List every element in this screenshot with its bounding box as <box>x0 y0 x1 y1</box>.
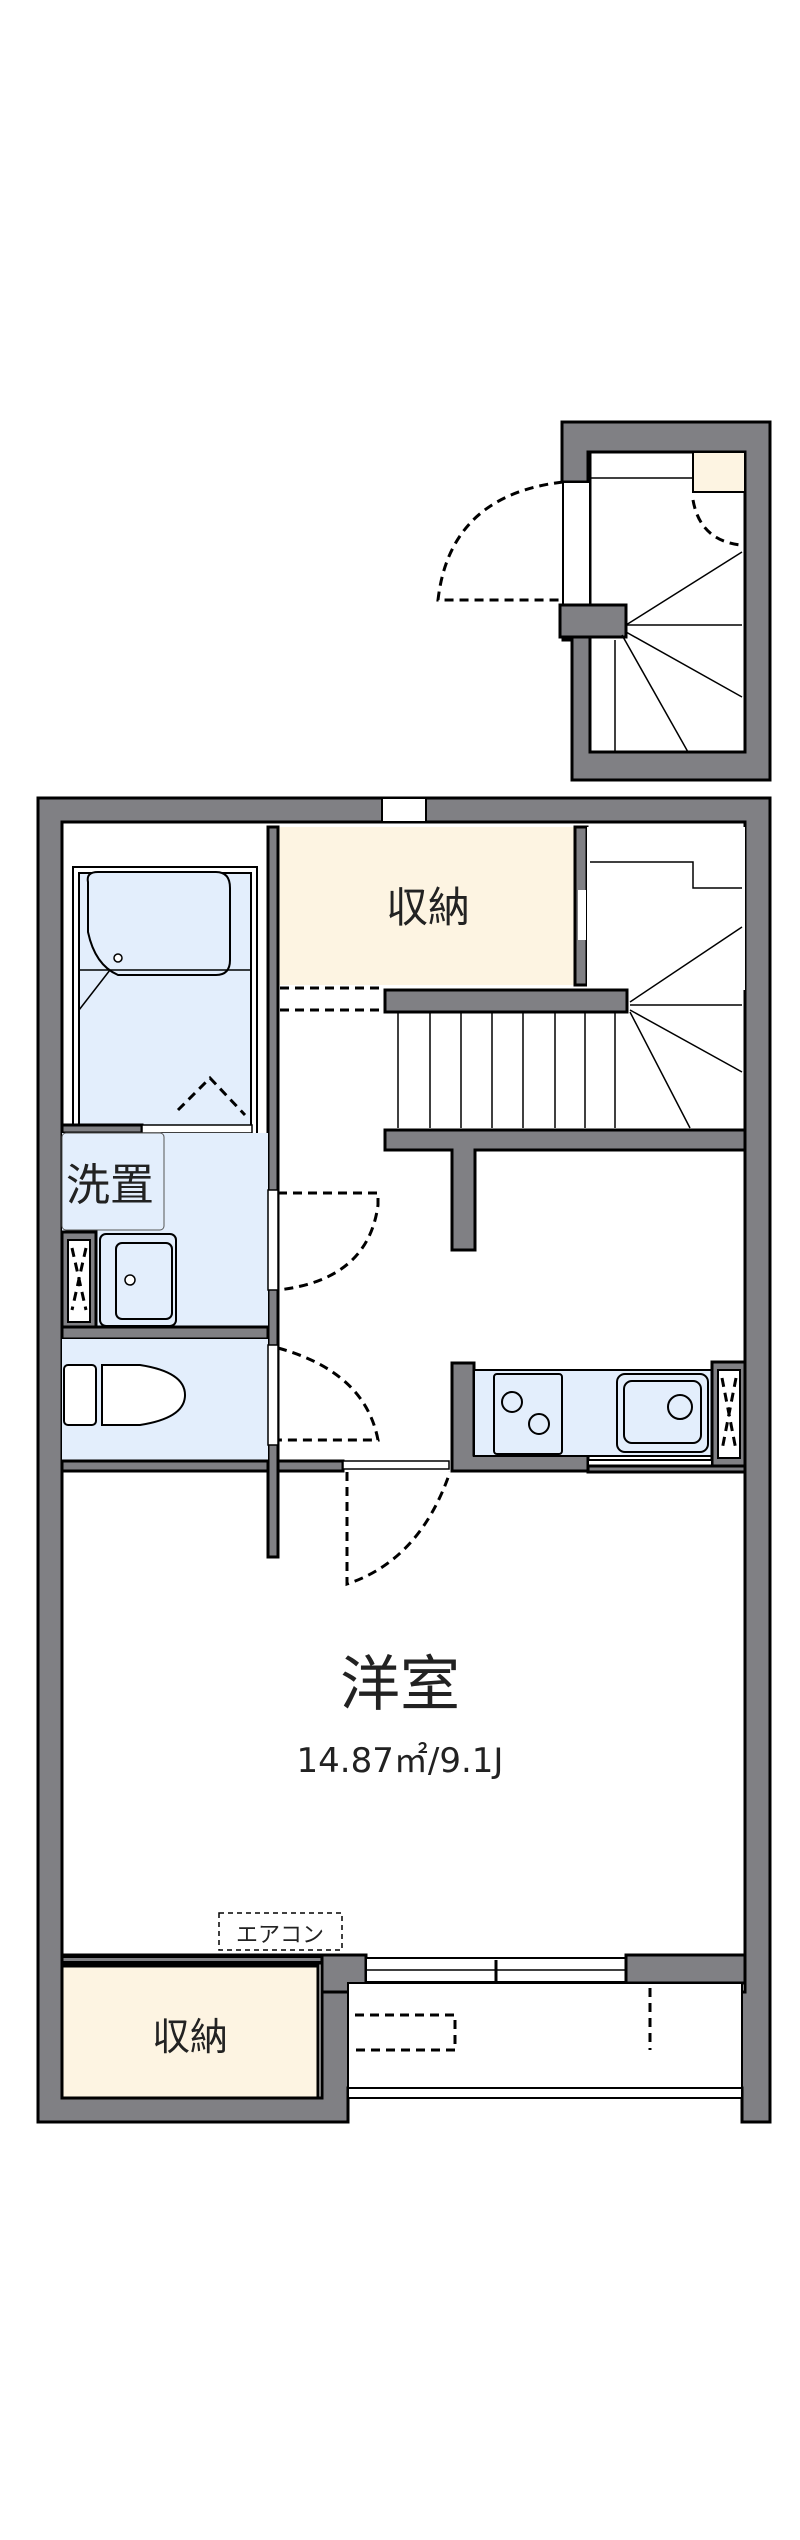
hall-doors <box>267 1189 450 1473</box>
washroom: 洗置 <box>60 1132 270 1341</box>
bathroom <box>60 866 258 1143</box>
entry-vestibule <box>436 420 772 782</box>
toilet <box>60 1339 270 1473</box>
western-room-label: 洋室 <box>340 1650 460 1720</box>
washroom-label: 洗置 <box>66 1160 154 1211</box>
western-room-area: 14.87㎡/9.1J <box>297 1741 504 1781</box>
main-stairs <box>280 827 747 1252</box>
storage-top-area <box>278 827 575 985</box>
room-door-swing <box>345 1471 452 1587</box>
balcony <box>60 1953 747 2099</box>
storage-bottom-area <box>60 1964 320 2100</box>
storage-top-label: 収納 <box>386 883 470 932</box>
aircon-label: エアコン <box>236 1923 324 1948</box>
storage-bottom-label: 収納 <box>152 2015 228 2059</box>
aircon: エアコン <box>80 1912 343 1957</box>
kitchen <box>450 1360 747 1474</box>
